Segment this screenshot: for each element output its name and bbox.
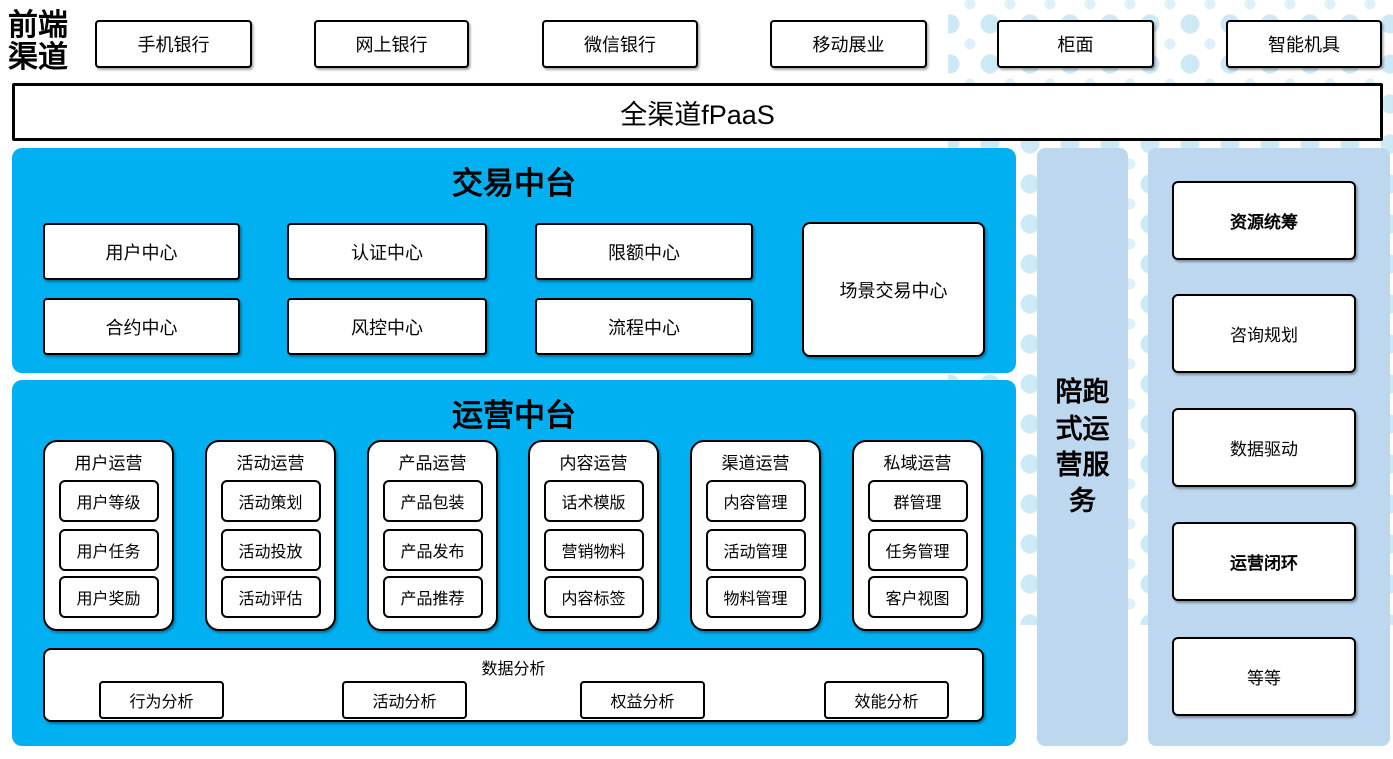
transaction-platform-panel: 交易中台 用户中心 认证中心 限额中心 合约中心 风控中心 流程中心 场景交易中… bbox=[12, 148, 1016, 373]
box-limit-center: 限额中心 bbox=[535, 223, 753, 280]
op-column-header: 私域运营 bbox=[883, 454, 952, 473]
op-item: 内容管理 bbox=[705, 480, 806, 522]
transaction-platform-title: 交易中台 bbox=[452, 166, 576, 201]
analysis-item-behavior: 行为分析 bbox=[99, 681, 224, 719]
service-item-etc: 等等 bbox=[1172, 637, 1356, 716]
op-column-header: 用户运营 bbox=[74, 454, 143, 473]
channel-box-counter: 柜面 bbox=[997, 20, 1154, 68]
data-analysis-header: 数据分析 bbox=[481, 661, 546, 678]
channel-box-online-banking: 网上银行 bbox=[314, 20, 469, 68]
companion-service-label: 陪跑式运营服务 bbox=[1055, 377, 1110, 517]
service-item-consulting: 咨询规划 bbox=[1172, 294, 1356, 373]
op-column-content: 内容运营 话术模版 营销物料 内容标签 bbox=[528, 440, 659, 631]
op-column-header: 内容运营 bbox=[559, 454, 628, 473]
analysis-item-rights: 权益分析 bbox=[580, 681, 705, 719]
op-item: 产品发布 bbox=[382, 529, 483, 571]
service-item-operation-loop: 运营闭环 bbox=[1172, 522, 1356, 601]
op-item: 群管理 bbox=[867, 480, 968, 522]
channel-box-smart-machines: 智能机具 bbox=[1226, 20, 1382, 68]
op-column-private-domain: 私域运营 群管理 任务管理 客户视图 bbox=[852, 440, 983, 631]
op-item: 活动管理 bbox=[705, 529, 806, 571]
op-item: 话术模版 bbox=[543, 480, 644, 522]
data-analysis-container: 数据分析 行为分析 活动分析 权益分析 效能分析 bbox=[43, 648, 984, 722]
front-channels-label: 前端渠道 bbox=[8, 9, 68, 75]
op-item: 任务管理 bbox=[867, 529, 968, 571]
analysis-item-activity: 活动分析 bbox=[342, 681, 467, 719]
box-risk-center: 风控中心 bbox=[287, 298, 487, 355]
box-contract-center: 合约中心 bbox=[43, 298, 240, 355]
op-item: 活动策划 bbox=[220, 480, 321, 522]
box-auth-center: 认证中心 bbox=[287, 223, 487, 280]
operation-platform-panel: 运营中台 用户运营 用户等级 用户任务 用户奖励 活动运营 活动策划 活动投放 … bbox=[12, 380, 1016, 746]
op-column-channel: 渠道运营 内容管理 活动管理 物料管理 bbox=[690, 440, 821, 631]
fpaas-bar: 全渠道fPaaS bbox=[12, 83, 1383, 141]
op-column-product: 产品运营 产品包装 产品发布 产品推荐 bbox=[367, 440, 498, 631]
analysis-item-efficiency: 效能分析 bbox=[824, 681, 949, 719]
op-item: 活动投放 bbox=[220, 529, 321, 571]
op-item: 营销物料 bbox=[543, 529, 644, 571]
service-item-resource-planning: 资源统筹 bbox=[1172, 181, 1356, 260]
channel-box-mobile-sales: 移动展业 bbox=[770, 20, 927, 68]
op-item: 用户奖励 bbox=[58, 576, 159, 618]
op-item: 物料管理 bbox=[705, 576, 806, 618]
box-scene-transaction-center: 场景交易中心 bbox=[802, 222, 985, 357]
operation-platform-title: 运营中台 bbox=[452, 398, 576, 433]
box-user-center: 用户中心 bbox=[43, 223, 240, 280]
op-item: 产品包装 bbox=[382, 480, 483, 522]
channel-box-mobile-banking: 手机银行 bbox=[95, 20, 252, 68]
op-item: 活动评估 bbox=[220, 576, 321, 618]
op-item: 客户视图 bbox=[867, 576, 968, 618]
channel-box-wechat-banking: 微信银行 bbox=[542, 20, 698, 68]
service-items-panel: 资源统筹 咨询规划 数据驱动 运营闭环 等等 bbox=[1148, 148, 1390, 746]
box-process-center: 流程中心 bbox=[535, 298, 753, 355]
op-column-user: 用户运营 用户等级 用户任务 用户奖励 bbox=[43, 440, 174, 631]
op-item: 产品推荐 bbox=[382, 576, 483, 618]
op-item: 用户等级 bbox=[58, 480, 159, 522]
op-column-header: 产品运营 bbox=[398, 454, 467, 473]
op-column-header: 活动运营 bbox=[236, 454, 305, 473]
companion-service-bar: 陪跑式运营服务 bbox=[1037, 148, 1128, 746]
op-item: 用户任务 bbox=[58, 529, 159, 571]
op-column-activity: 活动运营 活动策划 活动投放 活动评估 bbox=[205, 440, 336, 631]
op-column-header: 渠道运营 bbox=[721, 454, 790, 473]
service-item-data-driven: 数据驱动 bbox=[1172, 408, 1356, 487]
op-item: 内容标签 bbox=[543, 576, 644, 618]
